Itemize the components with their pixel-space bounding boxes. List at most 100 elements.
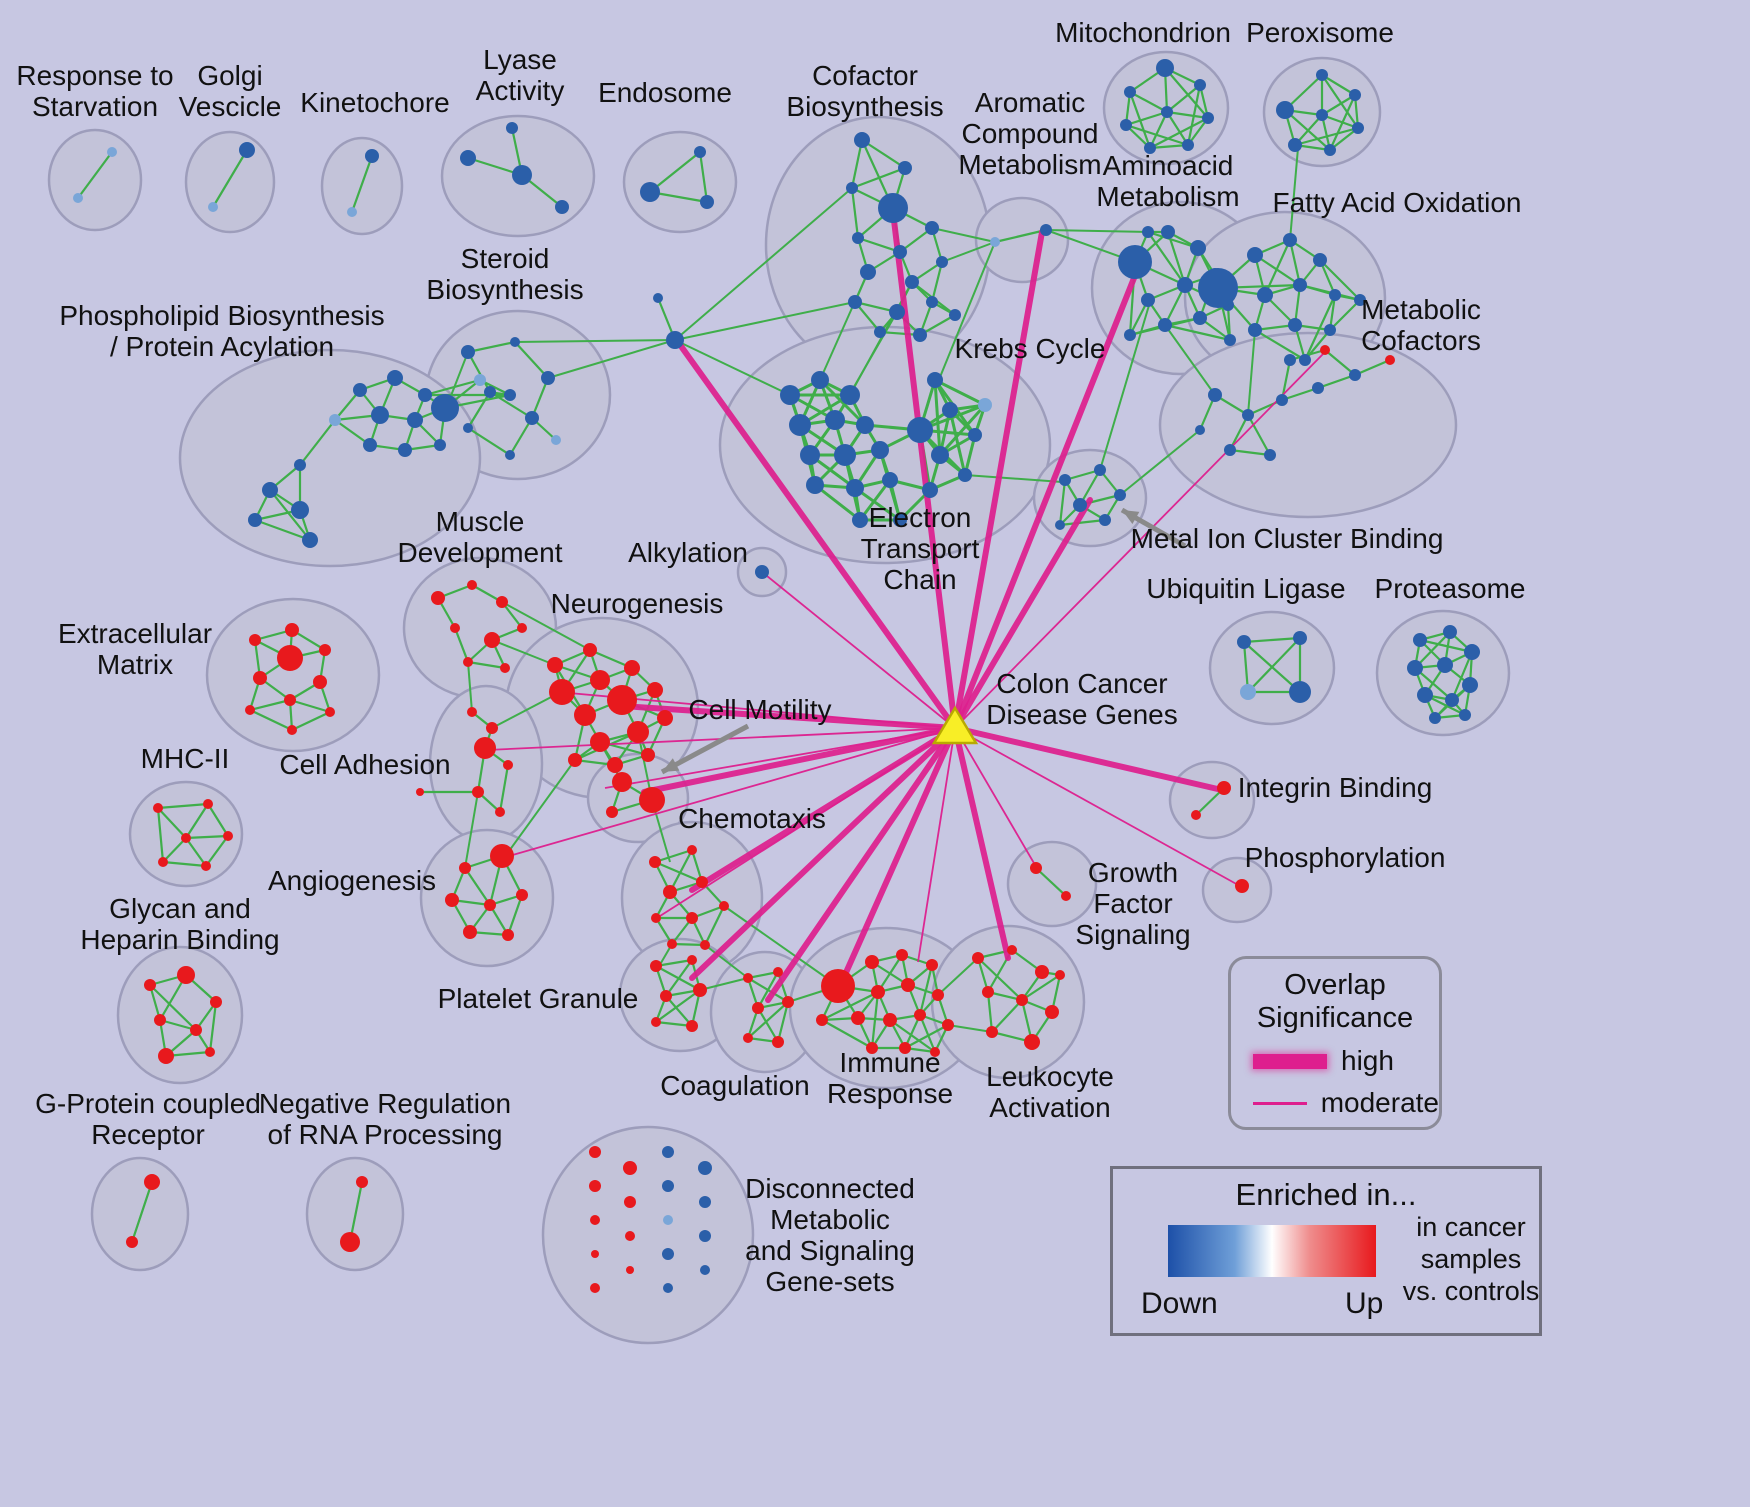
geneset-node-immune-response[interactable] bbox=[942, 1019, 954, 1031]
geneset-node-disconnected[interactable] bbox=[589, 1180, 601, 1192]
geneset-node-glycan-heparin[interactable] bbox=[190, 1024, 202, 1036]
geneset-node-integrin-binding[interactable] bbox=[1191, 810, 1201, 820]
geneset-node-kinetochore[interactable] bbox=[365, 149, 379, 163]
geneset-node-immune-response[interactable] bbox=[883, 1013, 897, 1027]
geneset-node-steroid-biosynthesis[interactable] bbox=[541, 371, 555, 385]
geneset-node-metabolic-cofactors[interactable] bbox=[1264, 449, 1276, 461]
geneset-node-metabolic-cofactors[interactable] bbox=[1385, 355, 1395, 365]
geneset-node-peroxisome[interactable] bbox=[1352, 122, 1364, 134]
geneset-node-etc-krebs[interactable] bbox=[927, 372, 943, 388]
geneset-node-aminoacid-metabolism[interactable] bbox=[1158, 318, 1172, 332]
geneset-node-cell-motility[interactable] bbox=[606, 806, 618, 818]
geneset-node-aromatic-compound[interactable] bbox=[990, 237, 1000, 247]
geneset-node-cofactor-biosynthesis[interactable] bbox=[846, 182, 858, 194]
geneset-node-neg-reg-rna[interactable] bbox=[356, 1176, 368, 1188]
geneset-node-ubiquitin-ligase[interactable] bbox=[1237, 635, 1251, 649]
geneset-node-leukocyte-activation[interactable] bbox=[1016, 994, 1028, 1006]
geneset-node-fatty-acid-oxidation[interactable] bbox=[1329, 289, 1341, 301]
geneset-node-immune-response[interactable] bbox=[866, 1042, 878, 1054]
geneset-node-fatty-acid-oxidation[interactable] bbox=[1293, 278, 1307, 292]
geneset-node-immune-response[interactable] bbox=[930, 1047, 940, 1057]
geneset-node-proteasome[interactable] bbox=[1464, 644, 1480, 660]
geneset-node-lyase-activity[interactable] bbox=[460, 150, 476, 166]
geneset-node-immune-response[interactable] bbox=[871, 985, 885, 999]
geneset-node-phospholipid[interactable] bbox=[434, 439, 446, 451]
geneset-node-mhc-ii[interactable] bbox=[203, 799, 213, 809]
geneset-node-cell-adhesion[interactable] bbox=[486, 722, 498, 734]
geneset-node-etc-krebs[interactable] bbox=[834, 444, 856, 466]
geneset-node-coagulation[interactable] bbox=[773, 967, 783, 977]
geneset-node-metal-ion[interactable] bbox=[1073, 498, 1087, 512]
geneset-node-growth-factor[interactable] bbox=[1061, 891, 1071, 901]
geneset-node-cofactor-biosynthesis[interactable] bbox=[949, 309, 961, 321]
geneset-node-etc-krebs[interactable] bbox=[852, 512, 868, 528]
geneset-node-steroid-biosynthesis[interactable] bbox=[525, 411, 539, 425]
geneset-node-muscle-development[interactable] bbox=[496, 596, 508, 608]
geneset-node-chemotaxis[interactable] bbox=[687, 845, 697, 855]
geneset-node-leukocyte-activation[interactable] bbox=[1055, 970, 1065, 980]
geneset-node-cell-adhesion[interactable] bbox=[495, 807, 505, 817]
geneset-node-leukocyte-activation[interactable] bbox=[982, 986, 994, 998]
geneset-node-etc-krebs[interactable] bbox=[800, 445, 820, 465]
geneset-node-muscle-development[interactable] bbox=[500, 663, 510, 673]
geneset-node-mitochondrion[interactable] bbox=[1161, 106, 1173, 118]
geneset-node-lyase-activity[interactable] bbox=[506, 122, 518, 134]
geneset-node-phospholipid[interactable] bbox=[363, 438, 377, 452]
geneset-node-metabolic-cofactors[interactable] bbox=[1320, 345, 1330, 355]
geneset-node-chemotaxis[interactable] bbox=[686, 912, 698, 924]
geneset-node-etc-krebs[interactable] bbox=[789, 414, 811, 436]
geneset-node-immune-response[interactable] bbox=[816, 1014, 828, 1026]
geneset-node-g-protein[interactable] bbox=[126, 1236, 138, 1248]
geneset-node-disconnected[interactable] bbox=[624, 1196, 636, 1208]
geneset-node-disconnected[interactable] bbox=[699, 1196, 711, 1208]
geneset-node-proteasome[interactable] bbox=[1459, 709, 1471, 721]
geneset-node-mitochondrion[interactable] bbox=[1194, 79, 1206, 91]
geneset-node-golgi-vescicle[interactable] bbox=[208, 202, 218, 212]
geneset-node-etc-krebs[interactable] bbox=[871, 441, 889, 459]
geneset-node-extracellular-matrix[interactable] bbox=[253, 671, 267, 685]
geneset-node-cell-adhesion[interactable] bbox=[503, 760, 513, 770]
geneset-node-angiogenesis[interactable] bbox=[502, 929, 514, 941]
geneset-node-disconnected[interactable] bbox=[662, 1248, 674, 1260]
geneset-node-glycan-heparin[interactable] bbox=[210, 996, 222, 1008]
geneset-node-aminoacid-metabolism[interactable] bbox=[1177, 277, 1193, 293]
geneset-node-fatty-acid-oxidation[interactable] bbox=[1198, 268, 1238, 308]
geneset-node-immune-response[interactable] bbox=[901, 978, 915, 992]
geneset-node-immune-response[interactable] bbox=[896, 949, 908, 961]
geneset-node-response-starvation[interactable] bbox=[73, 193, 83, 203]
geneset-node-platelet-granule[interactable] bbox=[687, 955, 697, 965]
geneset-node-endosome[interactable] bbox=[700, 195, 714, 209]
geneset-node-phospholipid[interactable] bbox=[329, 414, 341, 426]
geneset-node-chemotaxis[interactable] bbox=[663, 885, 677, 899]
geneset-node-cofactor-biosynthesis[interactable] bbox=[854, 132, 870, 148]
geneset-node-proteasome[interactable] bbox=[1407, 660, 1423, 676]
geneset-node-neurogenesis[interactable] bbox=[574, 704, 596, 726]
geneset-node-disconnected[interactable] bbox=[662, 1180, 674, 1192]
geneset-node-peroxisome[interactable] bbox=[1349, 89, 1361, 101]
geneset-node-fatty-acid-oxidation[interactable] bbox=[1324, 324, 1336, 336]
geneset-node-coagulation[interactable] bbox=[752, 1002, 764, 1014]
geneset-node-extracellular-matrix[interactable] bbox=[284, 694, 296, 706]
geneset-node-neurogenesis[interactable] bbox=[641, 748, 655, 762]
geneset-node-endosome[interactable] bbox=[640, 182, 660, 202]
geneset-node-proteasome[interactable] bbox=[1417, 687, 1433, 703]
geneset-node-chemotaxis[interactable] bbox=[696, 876, 708, 888]
geneset-node-etc-krebs[interactable] bbox=[882, 472, 898, 488]
geneset-node-cofactor-biosynthesis[interactable] bbox=[913, 328, 927, 342]
geneset-node-leukocyte-activation[interactable] bbox=[972, 952, 984, 964]
geneset-node-phospholipid[interactable] bbox=[407, 412, 423, 428]
geneset-node-metal-ion[interactable] bbox=[1114, 489, 1126, 501]
geneset-node-cofactor-biosynthesis[interactable] bbox=[848, 295, 862, 309]
geneset-node-muscle-development[interactable] bbox=[484, 632, 500, 648]
geneset-node-proteasome[interactable] bbox=[1462, 677, 1478, 693]
geneset-node-phospholipid[interactable] bbox=[431, 394, 459, 422]
geneset-node-aminoacid-metabolism[interactable] bbox=[1124, 329, 1136, 341]
geneset-node-metal-ion[interactable] bbox=[1059, 474, 1071, 486]
geneset-node-endosome[interactable] bbox=[694, 146, 706, 158]
geneset-node-neurogenesis[interactable] bbox=[657, 710, 673, 726]
geneset-node-neg-reg-rna[interactable] bbox=[340, 1232, 360, 1252]
geneset-node-phospholipid[interactable] bbox=[353, 383, 367, 397]
geneset-node-disconnected[interactable] bbox=[698, 1161, 712, 1175]
geneset-node-disconnected[interactable] bbox=[591, 1250, 599, 1258]
geneset-node-proteasome[interactable] bbox=[1437, 657, 1453, 673]
